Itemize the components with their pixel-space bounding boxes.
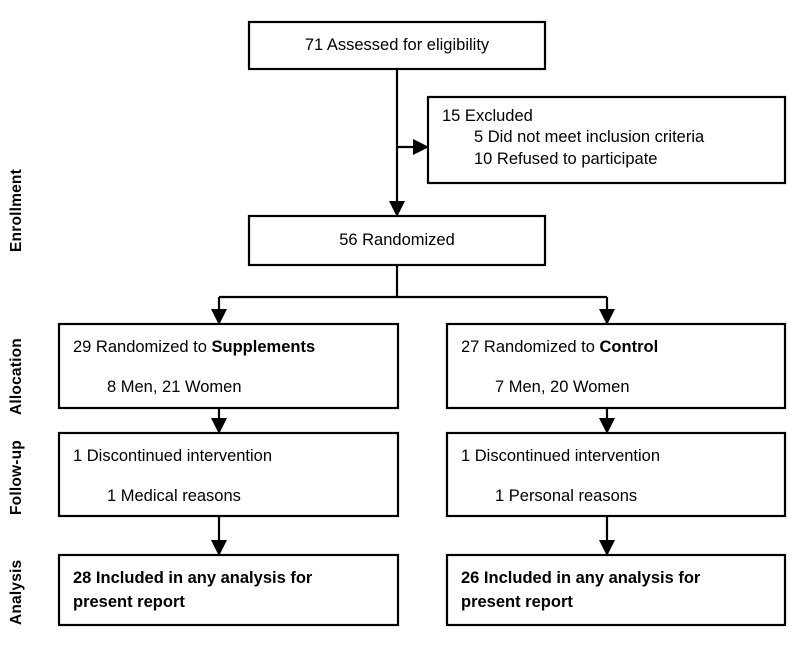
arrowhead-into-followup-control (599, 418, 615, 434)
followup-control-line: 1 Discontinued intervention (461, 447, 661, 465)
stage-label-followup: Follow-up (8, 440, 25, 515)
text-excluded: 15 Excluded 5 Did not meet inclusion cri… (428, 97, 785, 183)
text-randomized: 56 Randomized (249, 216, 545, 265)
analysis-supplements-line1: 28 Included in any analysis for (73, 568, 313, 587)
alloc-supplements-arm: Supplements (211, 338, 316, 356)
text-assessed-for-eligibility: 71 Assessed for eligibility (249, 22, 545, 69)
arrowhead-into-randomized (389, 201, 405, 217)
box-excluded (426, 95, 787, 185)
arrowhead-into-analysis-control (599, 540, 615, 556)
analysis-control-line2: present report (461, 593, 573, 611)
analysis-supplements-line2: present report (73, 593, 185, 611)
arrowhead-into-followup-supplements (211, 418, 227, 434)
followup-supplements-reason-line: 1 Medical reasons (107, 487, 241, 506)
stage-label-enrollment: Enrollment (8, 169, 25, 252)
alloc-supplements-prefix: 29 Randomized to (73, 338, 212, 356)
analysis-control-line1: 26 Included in any analysis for (461, 568, 701, 587)
excluded-criteria-line: 5 Did not meet inclusion criteria (474, 128, 705, 147)
alloc-control-line: 27 Randomized to Control (447, 337, 785, 357)
box-allocation-supplements (57, 322, 400, 410)
followup-control-reason-line: 1 Personal reasons (495, 487, 638, 506)
arrowhead-into-allocation-control (599, 309, 615, 325)
alloc-control-sex-line: 7 Men, 20 Women (495, 378, 630, 397)
text-followup-supplements: 1 Discontinued intervention 1 Medical re… (59, 433, 398, 516)
followup-supplements-line: 1 Discontinued intervention (73, 447, 273, 465)
text-allocation-supplements: 29 Randomized to Supplements 8 Men, 21 W… (59, 324, 398, 408)
excluded-refused-line: 10 Refused to participate (474, 149, 658, 168)
text-allocation-control: 27 Randomized to Control 7 Men, 20 Women (447, 324, 785, 408)
randomized-line: 56 Randomized (339, 231, 455, 250)
alloc-supplements-sex-line: 8 Men, 21 Women (107, 378, 242, 397)
stage-label-allocation: Allocation (8, 338, 25, 415)
box-followup-control (445, 431, 787, 518)
excluded-total-line: 15 Excluded (442, 107, 533, 125)
box-analysis-control (445, 553, 787, 627)
text-analysis-control: 26 Included in any analysis for present … (447, 555, 785, 625)
alloc-supplements-line: 29 Randomized to Supplements (59, 337, 398, 357)
arrowhead-into-analysis-supplements (211, 540, 227, 556)
box-analysis-supplements (57, 553, 400, 627)
text-followup-control: 1 Discontinued intervention 1 Personal r… (447, 433, 785, 516)
alloc-control-arm: Control (599, 338, 659, 356)
box-allocation-control (445, 322, 787, 410)
box-assessed-for-eligibility (247, 20, 547, 71)
text-analysis-supplements: 28 Included in any analysis for present … (59, 555, 398, 625)
assessed-line: 71 Assessed for eligibility (304, 36, 490, 55)
arrowhead-into-excluded (413, 139, 429, 155)
box-followup-supplements (57, 431, 400, 518)
alloc-control-prefix: 27 Randomized to (461, 338, 600, 356)
stage-label-analysis: Analysis (8, 559, 25, 625)
arrowhead-into-allocation-supplements (211, 309, 227, 325)
